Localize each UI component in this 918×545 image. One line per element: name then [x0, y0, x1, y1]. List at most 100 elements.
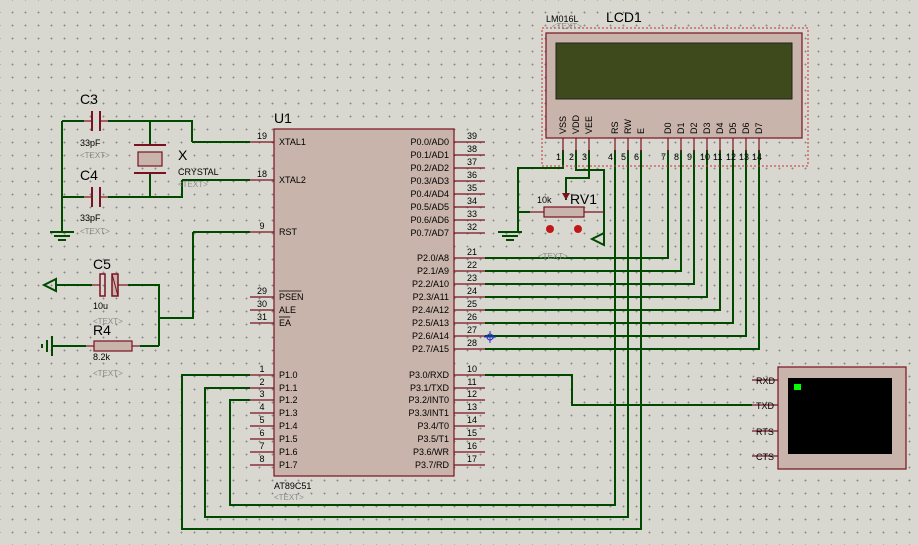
wire-vee[interactable]: [565, 150, 590, 200]
wire-rst-vertical[interactable]: [159, 232, 194, 319]
lcd-pin-label: D2: [689, 122, 699, 134]
wire-d1[interactable]: [485, 150, 682, 272]
pin-number: 18: [257, 169, 267, 179]
terminal-pin-cts[interactable]: CTS: [752, 452, 778, 462]
wire-d7[interactable]: [485, 150, 760, 350]
lcd-pin-rs[interactable]: RS4: [608, 121, 620, 162]
mcu-pin-p1-0[interactable]: 1P1.0: [250, 364, 298, 380]
wire-d4[interactable]: [485, 150, 721, 311]
lcd-pin-d0[interactable]: D07: [661, 122, 673, 162]
wire-c5-right[interactable]: [128, 284, 160, 346]
mcu-pin-p1-4[interactable]: 5P1.4: [250, 415, 298, 431]
resistor-r4[interactable]: R4 8.2k <TEXT>: [86, 322, 140, 378]
mcu-pin-p1-1[interactable]: 2P1.1: [250, 377, 298, 393]
pin-label: P0.1/AD1: [410, 150, 449, 160]
lcd-pin-rw[interactable]: RW5: [621, 119, 633, 162]
pot-increment-icon[interactable]: [574, 225, 582, 233]
lcd-pin-d2[interactable]: D29: [687, 122, 699, 162]
mcu-pin-p1-5[interactable]: 6P1.5: [250, 428, 298, 444]
wire-e[interactable]: [181, 150, 642, 530]
wire-vss-ground[interactable]: [510, 212, 519, 233]
c5-value: 10u: [93, 301, 108, 311]
pin-number: 14: [467, 415, 477, 425]
lcd-module[interactable]: LM016L LCD1 <TEXT> VSS1VDD2VEE3RS4RW5E6D…: [541, 9, 809, 167]
wire-vss[interactable]: [517, 150, 564, 213]
crystal-x[interactable]: X CRYSTAL <TEXT>: [134, 144, 219, 189]
wire-rxd[interactable]: [485, 374, 752, 406]
wire-xtal2-node[interactable]: [108, 180, 183, 198]
virtual-terminal[interactable]: RXD TXD RTS CTS: [752, 366, 907, 470]
pot-decrement-icon[interactable]: [546, 225, 554, 233]
wire-rs[interactable]: [229, 150, 616, 506]
lcd-pin-label: VDD: [571, 114, 581, 134]
capacitor-c4[interactable]: C4 33pF <TEXT>: [80, 167, 110, 236]
pin-number: 36: [467, 170, 477, 180]
mcu-pin-p1-2[interactable]: 3P1.2: [250, 389, 298, 405]
wire-d0[interactable]: [485, 150, 669, 259]
terminal-pin-label: RXD: [756, 376, 776, 386]
wire-d5[interactable]: [485, 150, 734, 324]
terminal-pin-txd[interactable]: TXD: [752, 401, 778, 411]
lcd-pin-e[interactable]: E6: [634, 128, 646, 162]
capacitor-c5[interactable]: C5 10u <TEXT>: [92, 256, 128, 326]
capacitor-c3[interactable]: C3 33pF <TEXT>: [80, 91, 110, 160]
pin-number: 16: [467, 441, 477, 451]
potentiometer-rv1[interactable]: 10k RV1 <TEXT>: [530, 191, 604, 261]
mcu-pin-p1-7[interactable]: 8P1.7: [250, 454, 298, 470]
mcu-pin-p1-3[interactable]: 4P1.3: [250, 402, 298, 418]
wire-xtal1-node[interactable]: [108, 120, 193, 142]
wire-d3[interactable]: [485, 150, 708, 298]
pin-number: 8: [259, 454, 264, 464]
wire-d6[interactable]: [485, 150, 747, 337]
terminal-pin-rxd[interactable]: RXD: [752, 376, 778, 386]
terminal-pin-rts[interactable]: RTS: [752, 427, 778, 437]
pin-number: 1: [259, 364, 264, 374]
mcu-ic[interactable]: U1 AT89C51 <TEXT> 19XTAL118XTAL29RST29PS…: [250, 110, 485, 502]
r4-ref: R4: [93, 322, 111, 338]
mcu-pin-p1-6[interactable]: 7P1.6: [250, 441, 298, 457]
wire-rw[interactable]: [204, 150, 629, 518]
wire-d2[interactable]: [485, 150, 695, 285]
lcd-pin-d1[interactable]: D18: [674, 122, 686, 162]
lcd-pin-label: D5: [728, 122, 738, 134]
